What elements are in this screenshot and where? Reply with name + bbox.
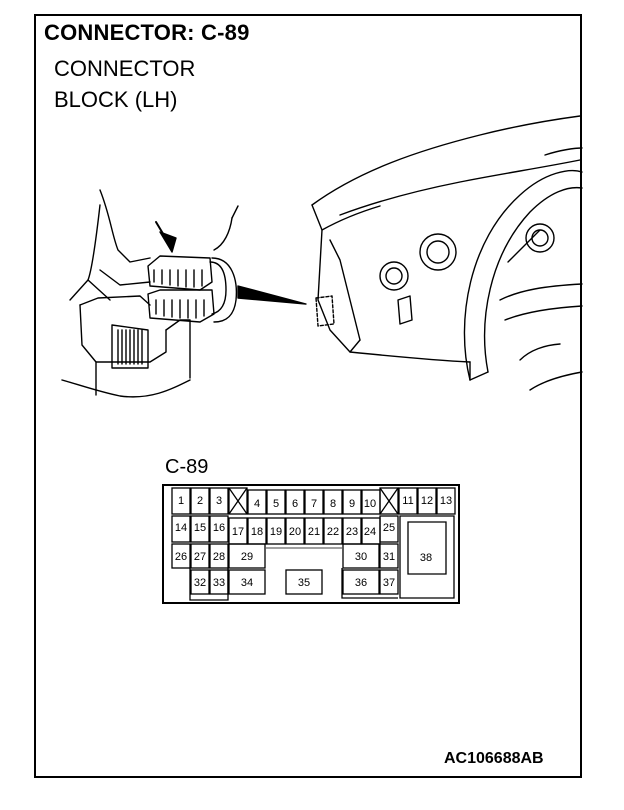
pin-28: 28 [213, 551, 225, 563]
pin-19: 19 [270, 526, 282, 538]
pin-26: 26 [175, 551, 187, 563]
pin-2: 2 [197, 495, 203, 507]
pin-30: 30 [355, 551, 367, 563]
pin-38: 38 [420, 552, 432, 564]
pin-5: 5 [273, 498, 279, 510]
diagram-frame [34, 14, 582, 778]
pin-24: 24 [364, 526, 376, 538]
pin-33: 33 [213, 577, 225, 589]
connector-pin-labels: 1 2 3 4 5 6 7 8 9 10 11 12 13 14 15 16 1… [175, 495, 452, 589]
page-title: CONNECTOR: C-89 [44, 20, 250, 45]
pin-9: 9 [349, 498, 355, 510]
pin-8: 8 [330, 498, 336, 510]
pin-6: 6 [292, 498, 298, 510]
pin-16: 16 [213, 522, 225, 534]
pin-4: 4 [254, 498, 260, 510]
pin-7: 7 [311, 498, 317, 510]
pin-15: 15 [194, 522, 206, 534]
figure-id: AC106688AB [444, 750, 544, 767]
pin-17: 17 [232, 526, 244, 538]
pin-34: 34 [241, 577, 253, 589]
subtitle-line-2: BLOCK (LH) [54, 87, 178, 112]
pin-37: 37 [383, 577, 395, 589]
dashboard-view [311, 115, 583, 391]
pin-29: 29 [241, 551, 253, 563]
pin-25: 25 [383, 522, 395, 534]
connector-face [162, 484, 460, 604]
pin-1: 1 [178, 495, 184, 507]
pin-12: 12 [421, 495, 433, 507]
connector-label: C-89 [165, 456, 209, 478]
pin-32: 32 [194, 577, 206, 589]
pin-11: 11 [402, 495, 413, 507]
pin-14: 14 [175, 522, 187, 534]
subtitle-line-1: CONNECTOR [54, 56, 196, 81]
pin-27: 27 [194, 551, 206, 563]
pin-35: 35 [298, 577, 310, 589]
pin-21: 21 [308, 526, 320, 538]
pin-3: 3 [216, 495, 222, 507]
pin-31: 31 [383, 551, 395, 563]
pin-22: 22 [327, 526, 339, 538]
pin-10: 10 [364, 498, 376, 510]
connector-block-closeup [61, 189, 239, 398]
pin-18: 18 [251, 526, 263, 538]
pin-20: 20 [289, 526, 301, 538]
pin-23: 23 [346, 526, 358, 538]
pin-36: 36 [355, 577, 367, 589]
pin-13: 13 [440, 495, 452, 507]
